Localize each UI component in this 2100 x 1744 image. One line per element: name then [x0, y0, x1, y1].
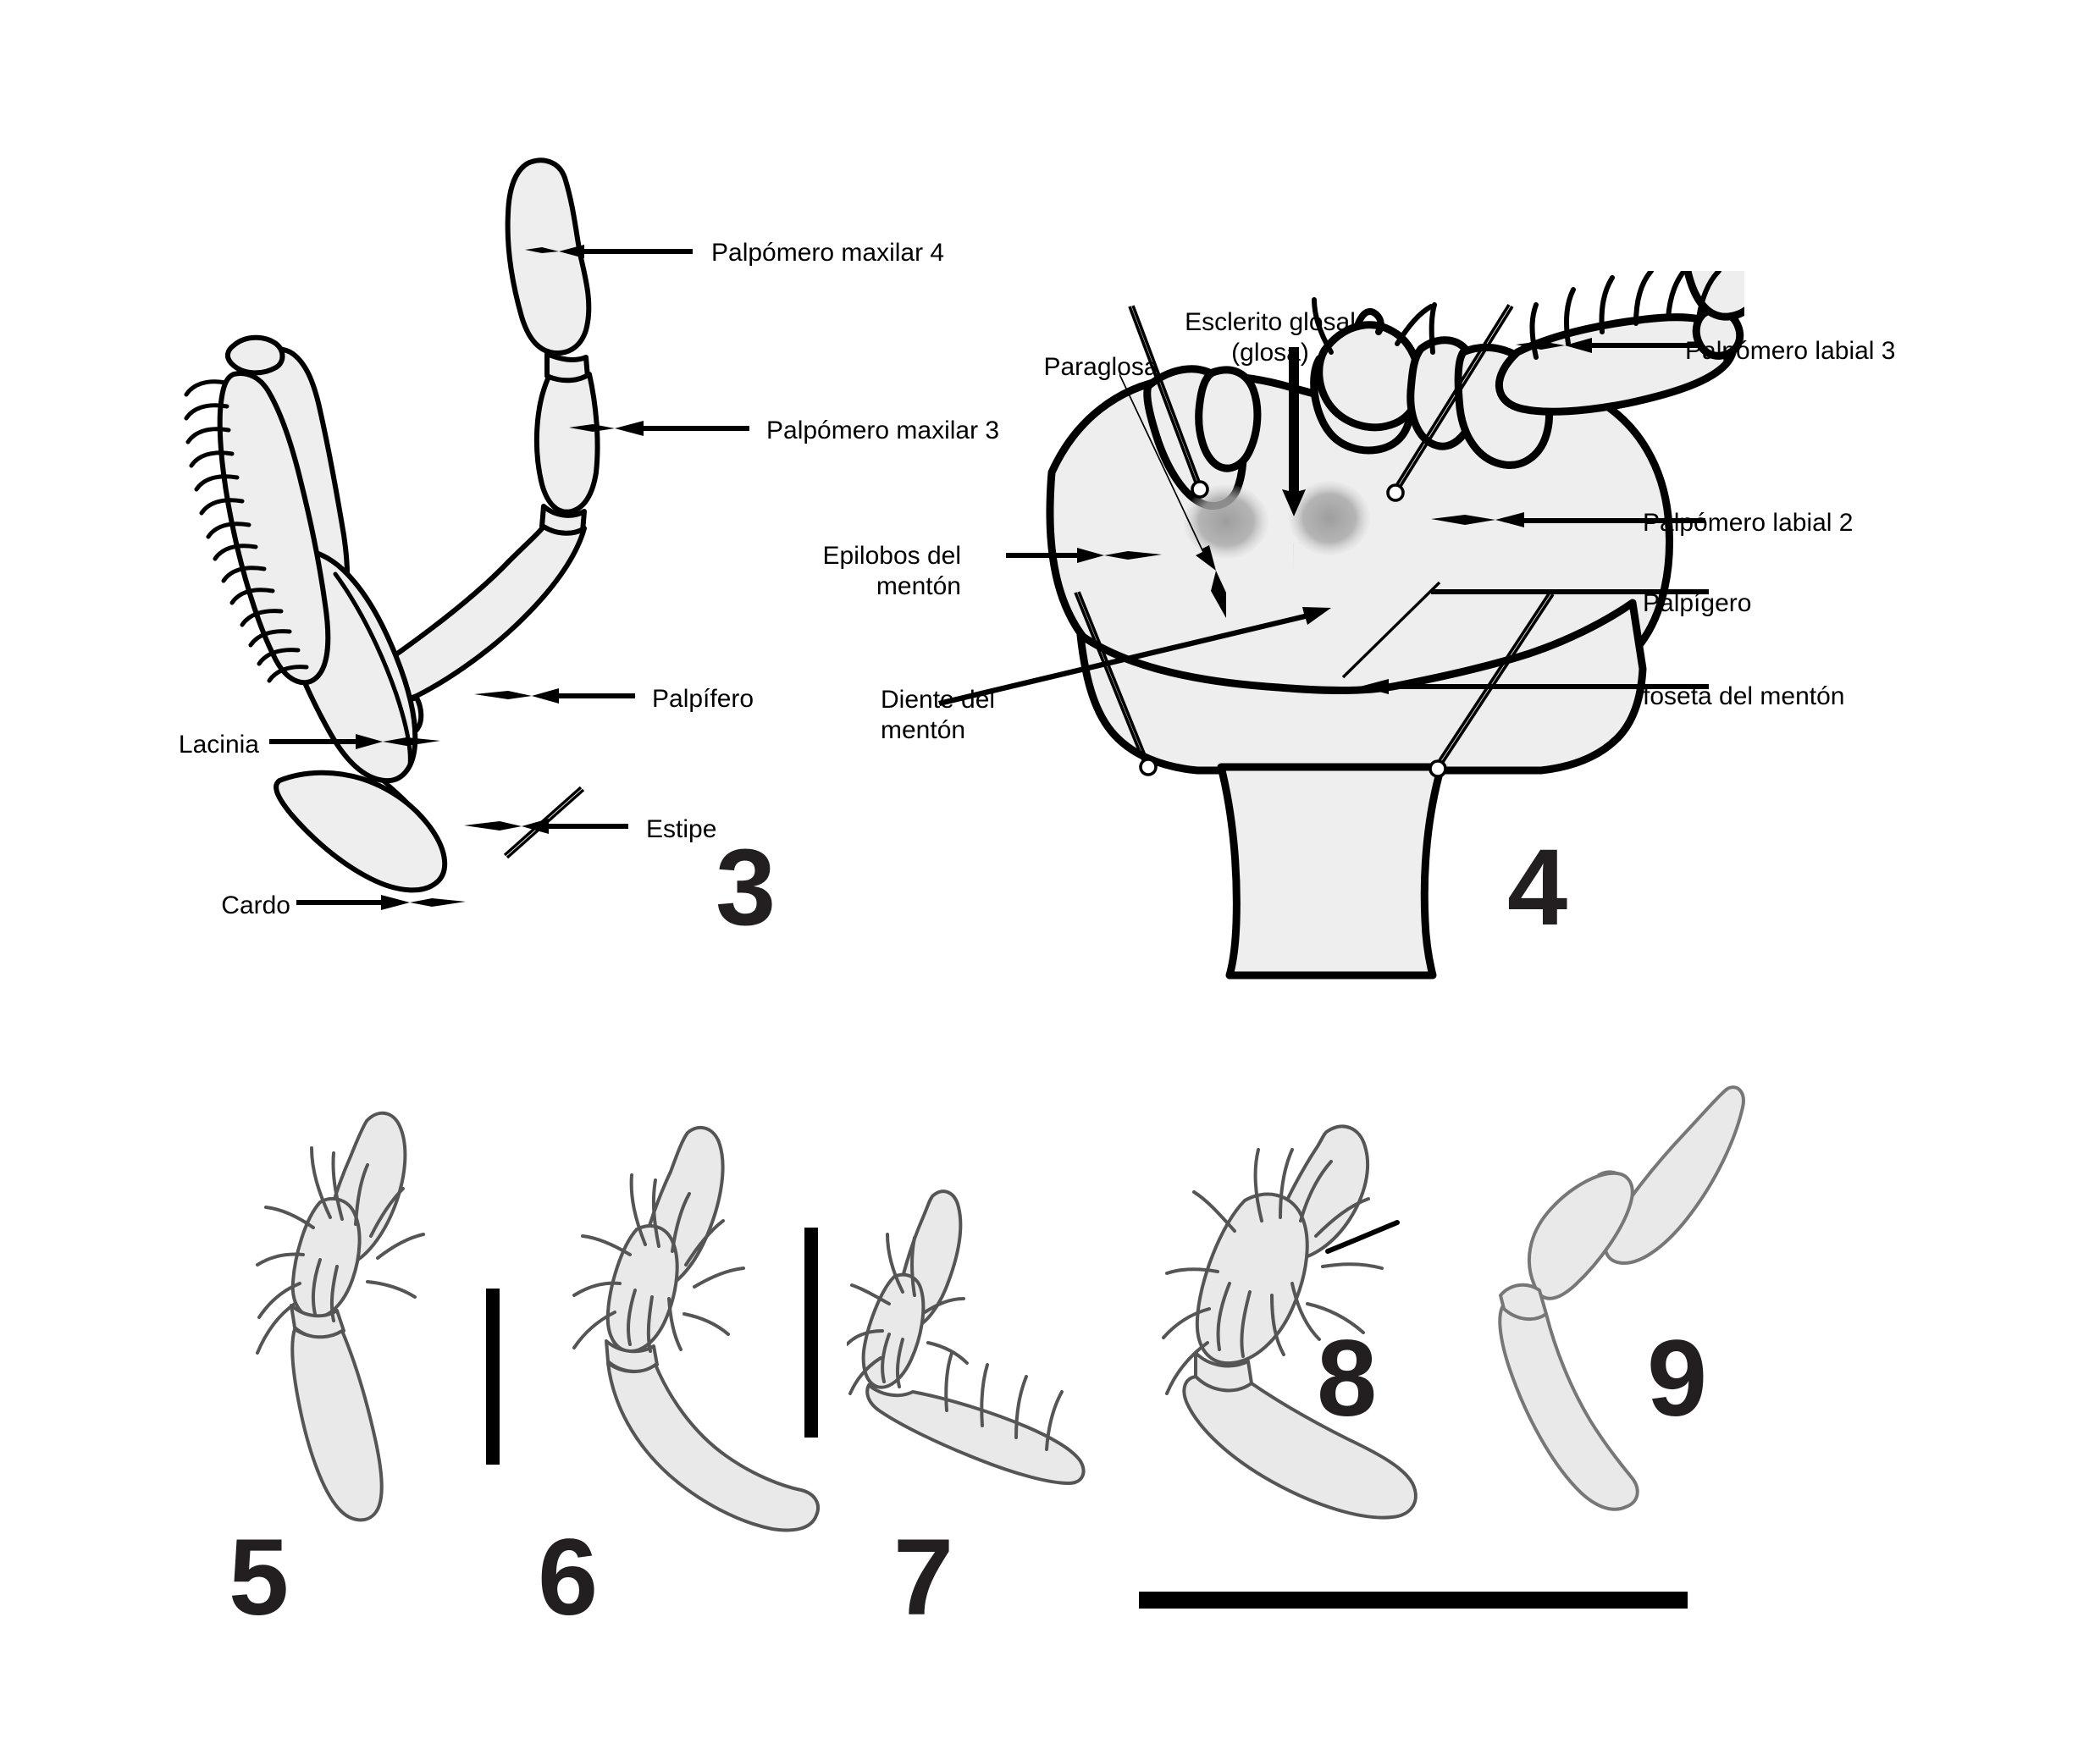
- figure-number-5: 5: [229, 1517, 290, 1638]
- figure-number-9: 9: [1647, 1318, 1708, 1439]
- figure-number-7: 7: [893, 1517, 954, 1638]
- label-esclerito-glosal: Esclerito glosal: [1185, 308, 1356, 336]
- figure-4-drawing: [1046, 271, 1744, 980]
- label-diente-del-menton-line2: mentón: [881, 716, 966, 744]
- figure-6-drawing: [572, 1125, 820, 1532]
- mentum-pores: [1074, 304, 1555, 778]
- setae: [572, 1173, 745, 1353]
- figure-3-leaders: [269, 245, 749, 910]
- setae: [1162, 1148, 1384, 1395]
- label-epilobos-del-menton-line2: mentón: [876, 572, 961, 600]
- figure-number-4: 4: [1507, 827, 1568, 948]
- label-palpomero-labial-3: Palpómero labial 3: [1685, 337, 1896, 365]
- setae: [256, 1146, 425, 1355]
- scale-bar-vertical-right: [804, 1228, 818, 1438]
- figure-5-drawing: [256, 1112, 425, 1522]
- figure-7-drawing: [847, 1189, 1086, 1485]
- setae: [847, 1233, 1064, 1451]
- label-paraglosa: Paraglosa: [1043, 353, 1158, 381]
- label-glosa-parenthetical: (glosa): [1231, 339, 1309, 367]
- figure-8-drawing: [1162, 1124, 1418, 1520]
- figure-9-drawing: [1498, 1085, 1745, 1511]
- label-epilobos-del-menton-line1: Epilobos del: [822, 542, 961, 570]
- figure-number-6: 6: [538, 1517, 599, 1638]
- figure-number-8: 8: [1317, 1318, 1378, 1439]
- label-palpomero-maxilar-3: Palpómero maxilar 3: [766, 417, 1000, 444]
- dark-seta: [1325, 1220, 1400, 1254]
- label-estipe: Estipe: [646, 815, 717, 843]
- label-diente-del-menton-line1: Diente del: [881, 686, 996, 714]
- label-cardo: Cardo: [221, 891, 290, 919]
- palpomere-setae: [1529, 271, 1721, 360]
- label-palpigero: Palpígero: [1643, 589, 1752, 617]
- figure-number-3: 3: [716, 827, 776, 948]
- scale-bar-horizontal: [1139, 1592, 1688, 1609]
- mentum-foveae: [1184, 481, 1370, 559]
- label-palpifero: Palpífero: [652, 685, 754, 713]
- label-palpomero-maxilar-4: Palpómero maxilar 4: [711, 239, 945, 267]
- label-foseta-del-menton: foseta del mentón: [1643, 682, 1845, 710]
- lacinia-spines: [184, 379, 309, 683]
- figure-3-drawing: [184, 157, 600, 893]
- scale-bar-vertical-left: [486, 1289, 500, 1465]
- label-lacinia: Lacinia: [178, 731, 259, 759]
- figure-4-leaders: [938, 338, 1709, 706]
- label-palpomero-labial-2: Palpómero labial 2: [1643, 509, 1854, 537]
